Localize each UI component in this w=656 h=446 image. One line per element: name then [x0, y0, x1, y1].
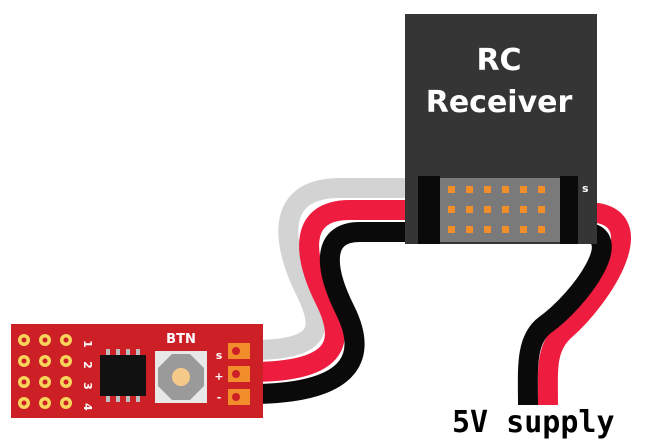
ground-wire — [249, 222, 430, 404]
button-center — [172, 368, 190, 386]
supply-label: 5V supply — [452, 405, 615, 440]
channel-label-3: 3 — [81, 382, 94, 390]
channel-label-1: 1 — [81, 340, 94, 348]
rc-receiver: RC Receiver s — [405, 14, 597, 244]
receiver-signal-marker: s — [582, 182, 589, 195]
ic-chip-body — [100, 355, 146, 396]
pin-header-pins — [448, 186, 545, 233]
receiver-right-connector — [560, 176, 578, 244]
receiver-title-line1: RC — [476, 43, 521, 78]
ic-chip — [100, 349, 146, 402]
channel-label-4: 4 — [81, 403, 94, 411]
button-label: BTN — [166, 332, 196, 347]
signal-wire — [249, 178, 430, 360]
pin-label-power: + — [214, 370, 223, 383]
channel-label-2: 2 — [81, 361, 94, 369]
pin-label-signal: s — [216, 349, 223, 362]
receiver-left-connector — [418, 176, 440, 244]
supply-ground-wire — [517, 222, 612, 406]
board-pin-header — [228, 343, 250, 405]
pcb-pad-grid — [18, 334, 72, 409]
power-wire — [249, 200, 430, 382]
push-button: BTN — [155, 332, 207, 403]
supply-power-wire — [537, 202, 631, 406]
controller-board: 1 2 3 4 BTN s + - — [11, 324, 263, 418]
channel-labels: 1 2 3 4 — [81, 340, 94, 411]
receiver-to-board-cable — [249, 178, 430, 404]
receiver-pin-header — [440, 178, 560, 242]
receiver-title-line2: Receiver — [426, 85, 573, 120]
supply-cable — [517, 202, 631, 406]
pin-label-ground: - — [217, 391, 222, 404]
